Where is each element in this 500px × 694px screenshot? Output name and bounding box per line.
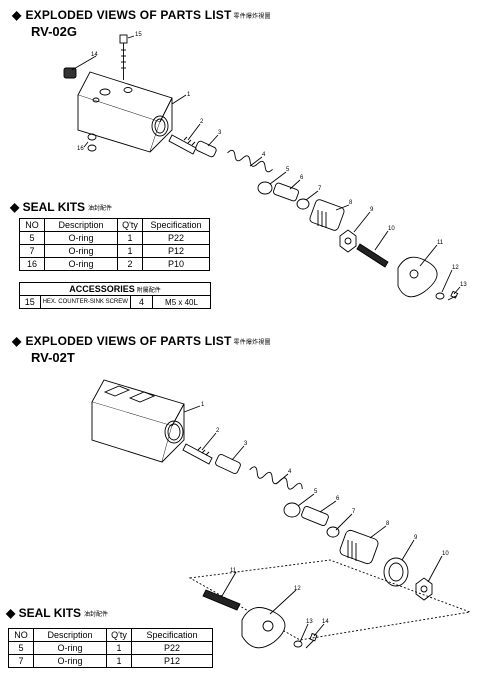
part2-label-4: 4 [288, 469, 292, 475]
diamond-bullet-icon: ◆ [10, 200, 20, 214]
part-label-3: 3 [218, 130, 222, 136]
diamond-bullet-icon: ◆ [12, 334, 22, 348]
part-label-11: 11 [437, 240, 444, 246]
col-qty: Q'ty [117, 218, 143, 232]
section2-model: RV-02T [31, 350, 75, 365]
col-description: Description [44, 218, 118, 232]
part-label-14: 14 [91, 52, 98, 58]
part2-label-14: 14 [322, 619, 329, 625]
part-label-5: 5 [286, 167, 290, 173]
part-label-7: 7 [318, 186, 322, 192]
table-row: 7 O-ring 1 P12 [19, 244, 210, 258]
section1-model: RV-02G [31, 24, 78, 39]
part2-label-6: 6 [336, 496, 340, 502]
part-label-16: 16 [77, 146, 84, 152]
table-header-row: NO Description Q'ty Specification [19, 218, 210, 232]
part-label-10: 10 [388, 226, 395, 232]
part-label-12: 12 [452, 265, 459, 271]
part2-label-3: 3 [244, 441, 248, 447]
part-label-13: 13 [460, 282, 467, 288]
diamond-bullet-icon: ◆ [12, 8, 22, 22]
part2-label-13: 13 [306, 619, 313, 625]
part-label-1: 1 [187, 92, 191, 98]
table-row: 5 O-ring 1 P22 [8, 641, 213, 655]
col-description: Description [33, 628, 107, 642]
table-row: 5 O-ring 1 P22 [19, 231, 210, 245]
part-label-6: 6 [300, 175, 304, 181]
col-no: NO [19, 218, 45, 232]
part2-label-12: 12 [294, 586, 301, 592]
section1-seal-kits-table: NO Description Q'ty Specification 5 O-ri… [19, 218, 210, 271]
part2-label-8: 8 [386, 521, 390, 527]
part-label-8: 8 [349, 200, 353, 206]
part2-label-1: 1 [201, 402, 205, 408]
part2-label-9: 9 [414, 535, 418, 541]
col-qty: Q'ty [106, 628, 132, 642]
part2-label-10: 10 [442, 551, 449, 557]
col-specification: Specification [131, 628, 213, 642]
part-label-2: 2 [200, 119, 204, 125]
part2-label-2: 2 [216, 428, 220, 434]
table-header-row: NO Description Q'ty Specification [8, 628, 213, 642]
diamond-bullet-icon: ◆ [6, 606, 16, 620]
part2-label-11: 11 [230, 568, 237, 574]
table-row: 15 HEX. COUNTER-SINK SCREW 4 M5 x 40L [19, 295, 211, 309]
table-row: 7 O-ring 1 P12 [8, 654, 213, 668]
part-label-9: 9 [370, 207, 374, 213]
col-no: NO [8, 628, 34, 642]
section2-seal-kits-table: NO Description Q'ty Specification 5 O-ri… [8, 628, 213, 668]
table-row: 16 O-ring 2 P10 [19, 257, 210, 271]
part-label-4: 4 [262, 152, 266, 158]
part2-label-5: 5 [314, 489, 318, 495]
col-specification: Specification [142, 218, 210, 232]
part2-label-7: 7 [352, 509, 356, 515]
part-label-15: 15 [135, 32, 142, 38]
